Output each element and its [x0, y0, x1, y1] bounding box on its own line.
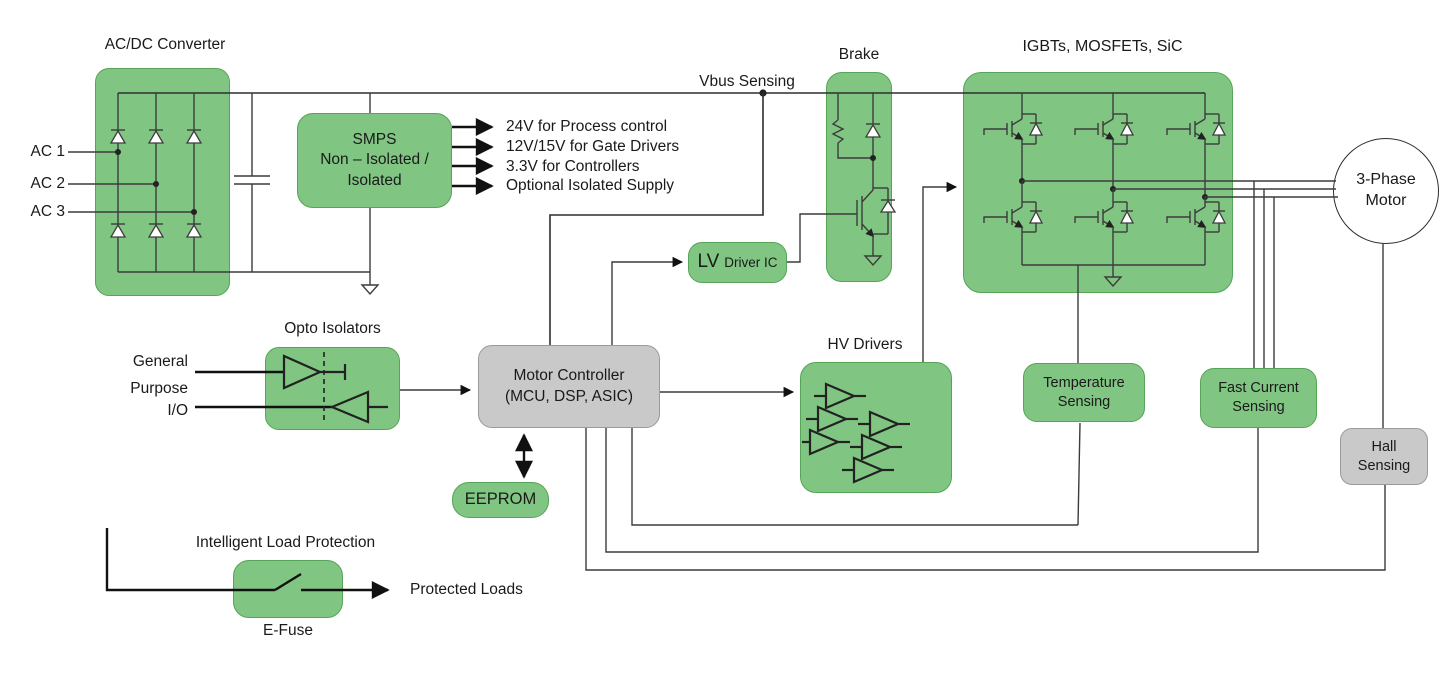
- hv-drivers-block: [800, 362, 952, 493]
- temp-text-line2: Sensing: [1057, 393, 1111, 410]
- motor-text-line2: Motor: [1365, 192, 1407, 209]
- fast-current-sensing-block: Fast Current Sensing: [1200, 368, 1317, 428]
- opto-isolators-block: [265, 347, 400, 430]
- load-protection-title: Intelligent Load Protection: [195, 534, 376, 551]
- opto-title: Opto Isolators: [284, 320, 381, 337]
- gpio-label-line2: Purpose: [130, 380, 188, 397]
- smps-output-arrows: [452, 118, 494, 195]
- temp-text-line1: Temperature: [1043, 374, 1125, 391]
- motor-controller-block: Motor Controller (MCU, DSP, ASIC): [478, 345, 660, 428]
- temperature-sensing-block: Temperature Sensing: [1023, 363, 1145, 422]
- ac2-label: AC 2: [30, 175, 65, 192]
- protected-loads-label: Protected Loads: [410, 581, 523, 598]
- ac1-label: AC 1: [30, 143, 65, 160]
- gpio-label-line3: I/O: [167, 402, 188, 419]
- lv-label-big: LV: [697, 251, 720, 273]
- igbt-mosfet-sic-block: [963, 72, 1233, 293]
- brake-block: [826, 72, 892, 282]
- mc-text-line2: (MCU, DSP, ASIC): [504, 387, 634, 405]
- mc-text-line1: Motor Controller: [513, 367, 625, 385]
- efuse-label: E-Fuse: [263, 622, 313, 639]
- brake-title: Brake: [838, 46, 880, 63]
- lv-driver-ic-block: LV Driver IC: [688, 242, 787, 283]
- gpio-label-line1: General: [132, 353, 188, 370]
- smps-block: SMPS Non – Isolated / Isolated: [297, 113, 452, 208]
- capacitor-symbol: [234, 93, 270, 272]
- eeprom-block: EEPROM: [452, 482, 549, 518]
- three-phase-motor: 3-Phase Motor: [1333, 138, 1439, 244]
- lv-label-small: Driver IC: [724, 254, 778, 270]
- smps-text-line1: SMPS: [352, 131, 397, 149]
- motor-text-line1: 3-Phase: [1356, 171, 1416, 189]
- efuse-block: [233, 560, 343, 618]
- fcs-text-line2: Sensing: [1232, 399, 1285, 415]
- ac3-label: AC 3: [30, 203, 65, 220]
- smps-text-line3: Isolated: [347, 171, 402, 189]
- hall-sensing-block: Hall Sensing: [1340, 428, 1428, 485]
- smps-out1-label: 24V for Process control: [506, 118, 668, 135]
- hall-text-line1: Hall: [1371, 438, 1397, 455]
- hall-text-line2: Sensing: [1357, 457, 1411, 474]
- smps-out2-label: 12V/15V for Gate Drivers: [506, 138, 680, 155]
- smps-text-line2: Non – Isolated /: [320, 151, 429, 169]
- smps-out3-label: 3.3V for Controllers: [506, 157, 640, 175]
- hv-drivers-title: HV Drivers: [827, 336, 903, 353]
- eeprom-text: EEPROM: [464, 490, 537, 509]
- fcs-text-line1: Fast Current: [1218, 380, 1299, 397]
- acdc-title: AC/DC Converter: [104, 36, 226, 53]
- igbt-title: IGBTs, MOSFETs, SiC: [1022, 38, 1183, 55]
- vbus-sensing-label: Vbus Sensing: [699, 73, 795, 90]
- acdc-converter-block: [95, 68, 230, 296]
- smps-out4-label: Optional Isolated Supply: [506, 177, 675, 194]
